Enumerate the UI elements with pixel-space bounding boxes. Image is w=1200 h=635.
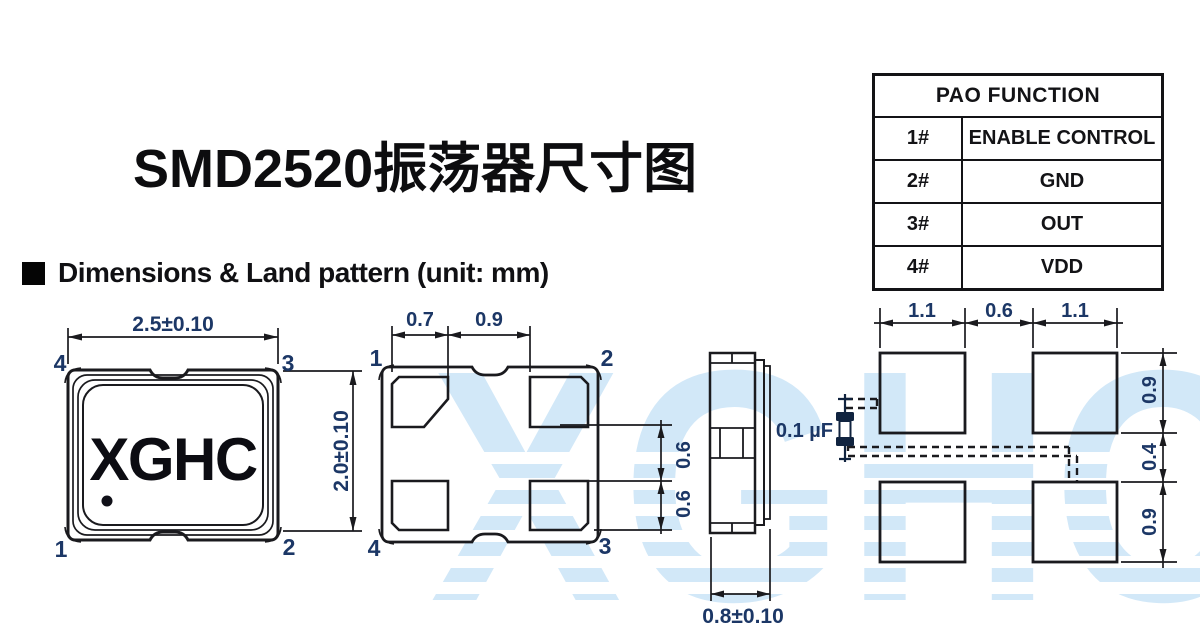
pin-cell: 3#: [872, 202, 963, 247]
table-header-row: PAO FUNCTION: [872, 73, 1164, 118]
land-pad-top-right: [1031, 351, 1119, 435]
pin1-dot: [101, 495, 113, 507]
dim-label-pad-gap: 0.6: [985, 300, 1013, 322]
pin-cell: 4#: [872, 245, 963, 291]
pin-label: 1: [370, 345, 383, 371]
bottom-cap-lines: [710, 522, 755, 533]
capacitor-value-label: 0.1 µF: [776, 420, 833, 442]
land-pad-bottom-left: [878, 480, 967, 564]
land-pads: [878, 351, 1119, 564]
watermark: XGHC: [418, 301, 1200, 635]
dashed-trace: [846, 397, 1079, 481]
dim-label-row-gap: 0.6: [673, 441, 695, 469]
dim-label-pad-height-bottom: 0.9: [1139, 508, 1161, 536]
section-heading-label: Dimensions & Land pattern (unit: mm): [58, 257, 549, 288]
dimension-thickness: [710, 529, 771, 601]
dimension-land-top: [874, 308, 1123, 348]
dim-label-pad-width: 0.7: [406, 309, 434, 331]
dimension-height: [283, 370, 362, 532]
function-cell: OUT: [961, 202, 1164, 247]
top-cap-lines: [710, 353, 755, 364]
pin-cell: 1#: [872, 116, 963, 161]
pad-4: [390, 479, 450, 532]
side-view-drawing: 0.8±0.10: [702, 351, 784, 628]
top-view-drawing: XGHC 2.5±0.10 2.0±0.10: [54, 313, 362, 562]
function-cell: GND: [961, 159, 1164, 204]
dimension-land-right: [1121, 348, 1177, 568]
table-row: 4# VDD: [872, 245, 1164, 291]
bullet-square-icon: [22, 261, 45, 285]
land-pad-top-left: [878, 351, 967, 435]
function-cell: VDD: [961, 245, 1164, 291]
pin-label: 3: [599, 533, 612, 559]
seam-band-lines: [710, 427, 755, 459]
dim-label-width: 2.5±0.10: [132, 313, 214, 336]
page-title: SMD2520振荡器尺寸图: [133, 139, 698, 199]
dim-label-height: 2.0±0.10: [330, 410, 353, 492]
dim-label-row-gap: 0.4: [1139, 442, 1161, 471]
function-cell: ENABLE CONTROL: [961, 116, 1164, 161]
pin-numbers: 1 2 4 3: [368, 345, 614, 561]
table-row: 2# GND: [872, 159, 1164, 204]
section-heading: Dimensions & Land pattern (unit: mm): [22, 257, 549, 289]
lid-seam-lines: [72, 374, 274, 536]
table-row: 1# ENABLE CONTROL: [872, 116, 1164, 161]
capacitor-icon: [836, 394, 854, 462]
corner-castellations: [64, 367, 282, 543]
land-pad-bottom-right: [1031, 480, 1119, 564]
dim-label-thickness: 0.8±0.10: [702, 605, 784, 628]
bottom-view-drawing: 0.7 0.9 0.6 0.6 1 2 4 3: [368, 309, 695, 561]
pin-label: 4: [368, 535, 381, 561]
pin-numbers: 4 3 1 2: [54, 350, 296, 562]
pin-cell: 2#: [872, 159, 963, 204]
table-title: PAO FUNCTION: [872, 73, 1164, 118]
pin-label: 3: [282, 350, 295, 376]
lid-profile-inner: [763, 365, 771, 520]
table-row: 3# OUT: [872, 202, 1164, 247]
pao-function-table: PAO FUNCTION 1# ENABLE CONTROL 2# GND 3#…: [872, 73, 1164, 291]
watermark-text: XGHC: [430, 301, 1200, 635]
pin-label: 2: [601, 345, 614, 371]
dim-label-pad-width-right: 1.1: [1061, 300, 1089, 322]
dimension-pads-top: [391, 326, 531, 397]
pin-label: 1: [55, 536, 68, 562]
land-pattern-drawing: 1.1 0.6 1.1 0.9 0.4 0.9: [776, 300, 1177, 568]
dimension-pads-right: [560, 420, 672, 534]
dim-label-pad-pitch: 0.9: [475, 309, 503, 331]
brand-text: XGHC: [89, 426, 257, 493]
pin-label: 2: [283, 534, 296, 560]
dim-label-pad-height: 0.6: [673, 490, 695, 518]
dim-label-pad-height-top: 0.9: [1139, 376, 1161, 404]
pad-2: [528, 375, 590, 429]
dimension-width: [67, 328, 279, 364]
dim-label-pad-width-left: 1.1: [908, 300, 936, 322]
pin-label: 4: [54, 350, 67, 376]
